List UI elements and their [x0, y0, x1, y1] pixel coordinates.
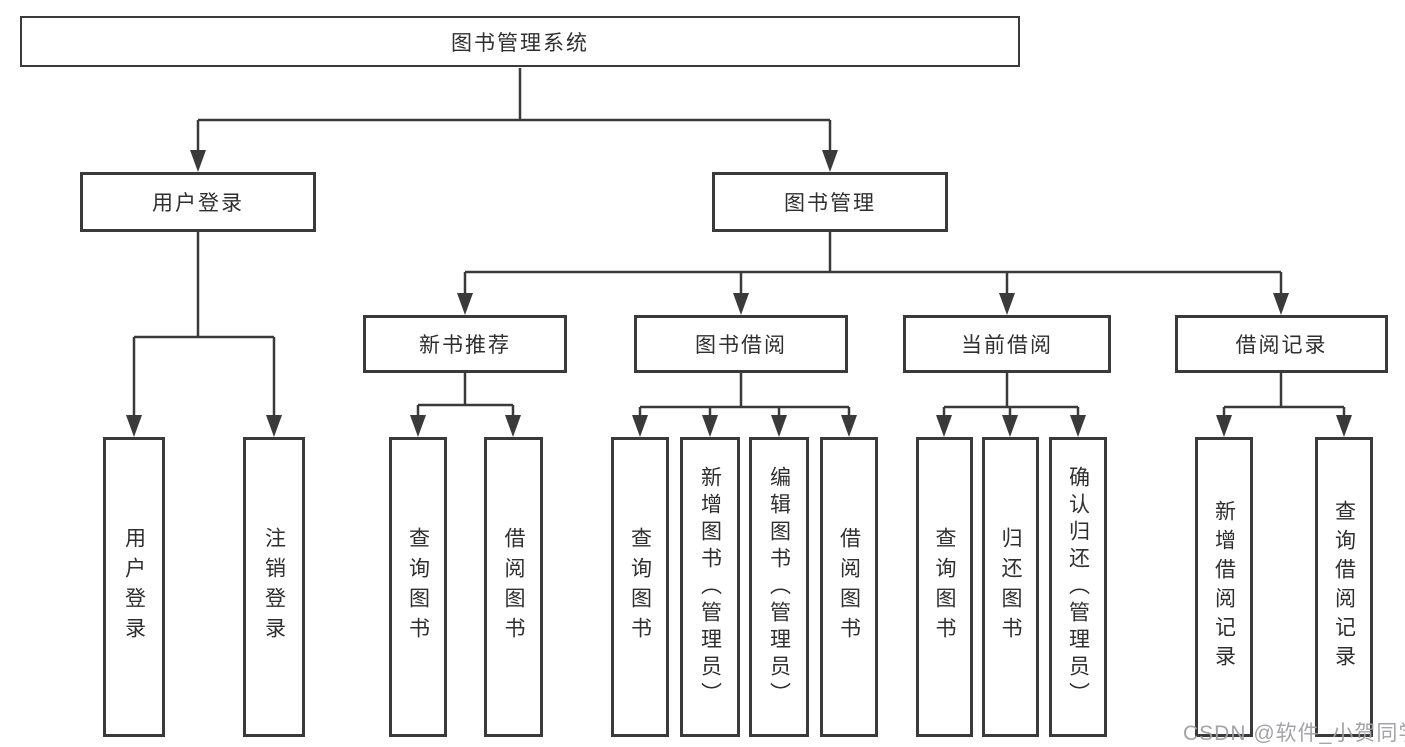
- node-current-borrow: 当前借阅: [903, 315, 1111, 373]
- node-user-login: 用户登录: [80, 172, 316, 232]
- arrow-down-icon: [126, 415, 142, 437]
- connector-userlogin-to-leaves: [132, 232, 276, 417]
- node-borrow-records-label: 借阅记录: [1235, 334, 1328, 357]
- arrow-down-icon: [505, 415, 521, 437]
- arrow-down-icon: [771, 415, 787, 437]
- arrow-down-icon: [1070, 415, 1086, 437]
- arrow-down-icon: [999, 293, 1015, 315]
- csdn-watermark: CSDN @软件_小贺同学: [1183, 722, 1405, 745]
- arrow-down-icon: [190, 150, 206, 172]
- leaf-br-add-record: 新增借阅记录: [1195, 437, 1253, 737]
- connector-bookborrow-to-leaves: [638, 373, 851, 417]
- leaf-rec-query-books-label: 查询图书: [406, 527, 430, 647]
- connector-newbookrec-to-leaves: [416, 373, 515, 417]
- node-current-borrow-label: 当前借阅: [961, 334, 1053, 357]
- arrow-down-icon: [1002, 415, 1018, 437]
- leaf-bb-query-books-label: 查询图书: [628, 527, 652, 647]
- node-book-borrow: 图书借阅: [634, 315, 848, 373]
- leaf-bb-add-books-label: 新增图书（管理员）: [698, 465, 722, 709]
- leaf-cb-return-books-label: 归还图书: [999, 527, 1022, 647]
- node-new-book-rec: 新书推荐: [363, 315, 567, 373]
- node-borrow-records: 借阅记录: [1175, 315, 1388, 373]
- leaf-br-query-record-label: 查询借阅记录: [1332, 500, 1356, 674]
- node-user-login-label: 用户登录: [152, 192, 244, 215]
- arrow-down-icon: [1216, 415, 1232, 437]
- leaf-rec-query-books: 查询图书: [389, 437, 447, 737]
- arrow-down-icon: [457, 293, 473, 315]
- leaf-rec-borrow-books: 借阅图书: [484, 437, 543, 737]
- node-book-borrow-label: 图书借阅: [695, 334, 787, 357]
- leaf-br-query-record: 查询借阅记录: [1315, 437, 1373, 737]
- leaf-bb-edit-books-label: 编辑图书（管理员）: [767, 465, 791, 709]
- leaf-logout: 注销登录: [243, 437, 305, 737]
- leaf-cb-confirm-return-label: 确认归还（管理员）: [1066, 465, 1090, 709]
- leaf-bb-borrow-books: 借阅图书: [820, 437, 878, 737]
- arrow-down-icon: [632, 415, 648, 437]
- node-root-label: 图书管理系统: [451, 31, 589, 55]
- connector-currentborrow-to-leaves: [942, 373, 1080, 417]
- leaf-user-login-label: 用户登录: [122, 527, 146, 647]
- node-root: 图书管理系统: [20, 16, 1020, 67]
- node-book-mgmt: 图书管理: [712, 172, 948, 232]
- arrow-down-icon: [1273, 293, 1289, 315]
- arrow-down-icon: [1336, 415, 1352, 437]
- connector-borrowrecords-to-leaves: [1222, 373, 1346, 417]
- leaf-bb-query-books: 查询图书: [611, 437, 669, 737]
- connector-root-to-level2: [196, 68, 832, 152]
- leaf-cb-query-books-label: 查询图书: [933, 527, 956, 647]
- leaf-cb-return-books: 归还图书: [982, 437, 1039, 737]
- node-book-mgmt-label: 图书管理: [784, 192, 876, 215]
- leaf-bb-borrow-books-label: 借阅图书: [837, 527, 861, 647]
- arrow-down-icon: [733, 293, 749, 315]
- arrow-down-icon: [266, 415, 282, 437]
- leaf-rec-borrow-books-label: 借阅图书: [502, 527, 525, 647]
- leaf-bb-edit-books: 编辑图书（管理员）: [749, 437, 809, 737]
- leaf-logout-label: 注销登录: [262, 527, 286, 647]
- arrow-down-icon: [936, 415, 952, 437]
- node-new-book-rec-label: 新书推荐: [419, 334, 511, 357]
- arrow-down-icon: [410, 415, 426, 437]
- arrow-down-icon: [702, 415, 718, 437]
- arrowheads: [126, 150, 1352, 437]
- leaf-user-login: 用户登录: [103, 437, 165, 737]
- leaf-cb-query-books: 查询图书: [916, 437, 973, 737]
- leaf-br-add-record-label: 新增借阅记录: [1212, 500, 1236, 674]
- arrow-down-icon: [841, 415, 857, 437]
- leaf-cb-confirm-return: 确认归还（管理员）: [1049, 437, 1107, 737]
- arrow-down-icon: [822, 150, 838, 172]
- leaf-bb-add-books: 新增图书（管理员）: [680, 437, 740, 737]
- connector-bookmgmt-to-level3: [463, 232, 1283, 295]
